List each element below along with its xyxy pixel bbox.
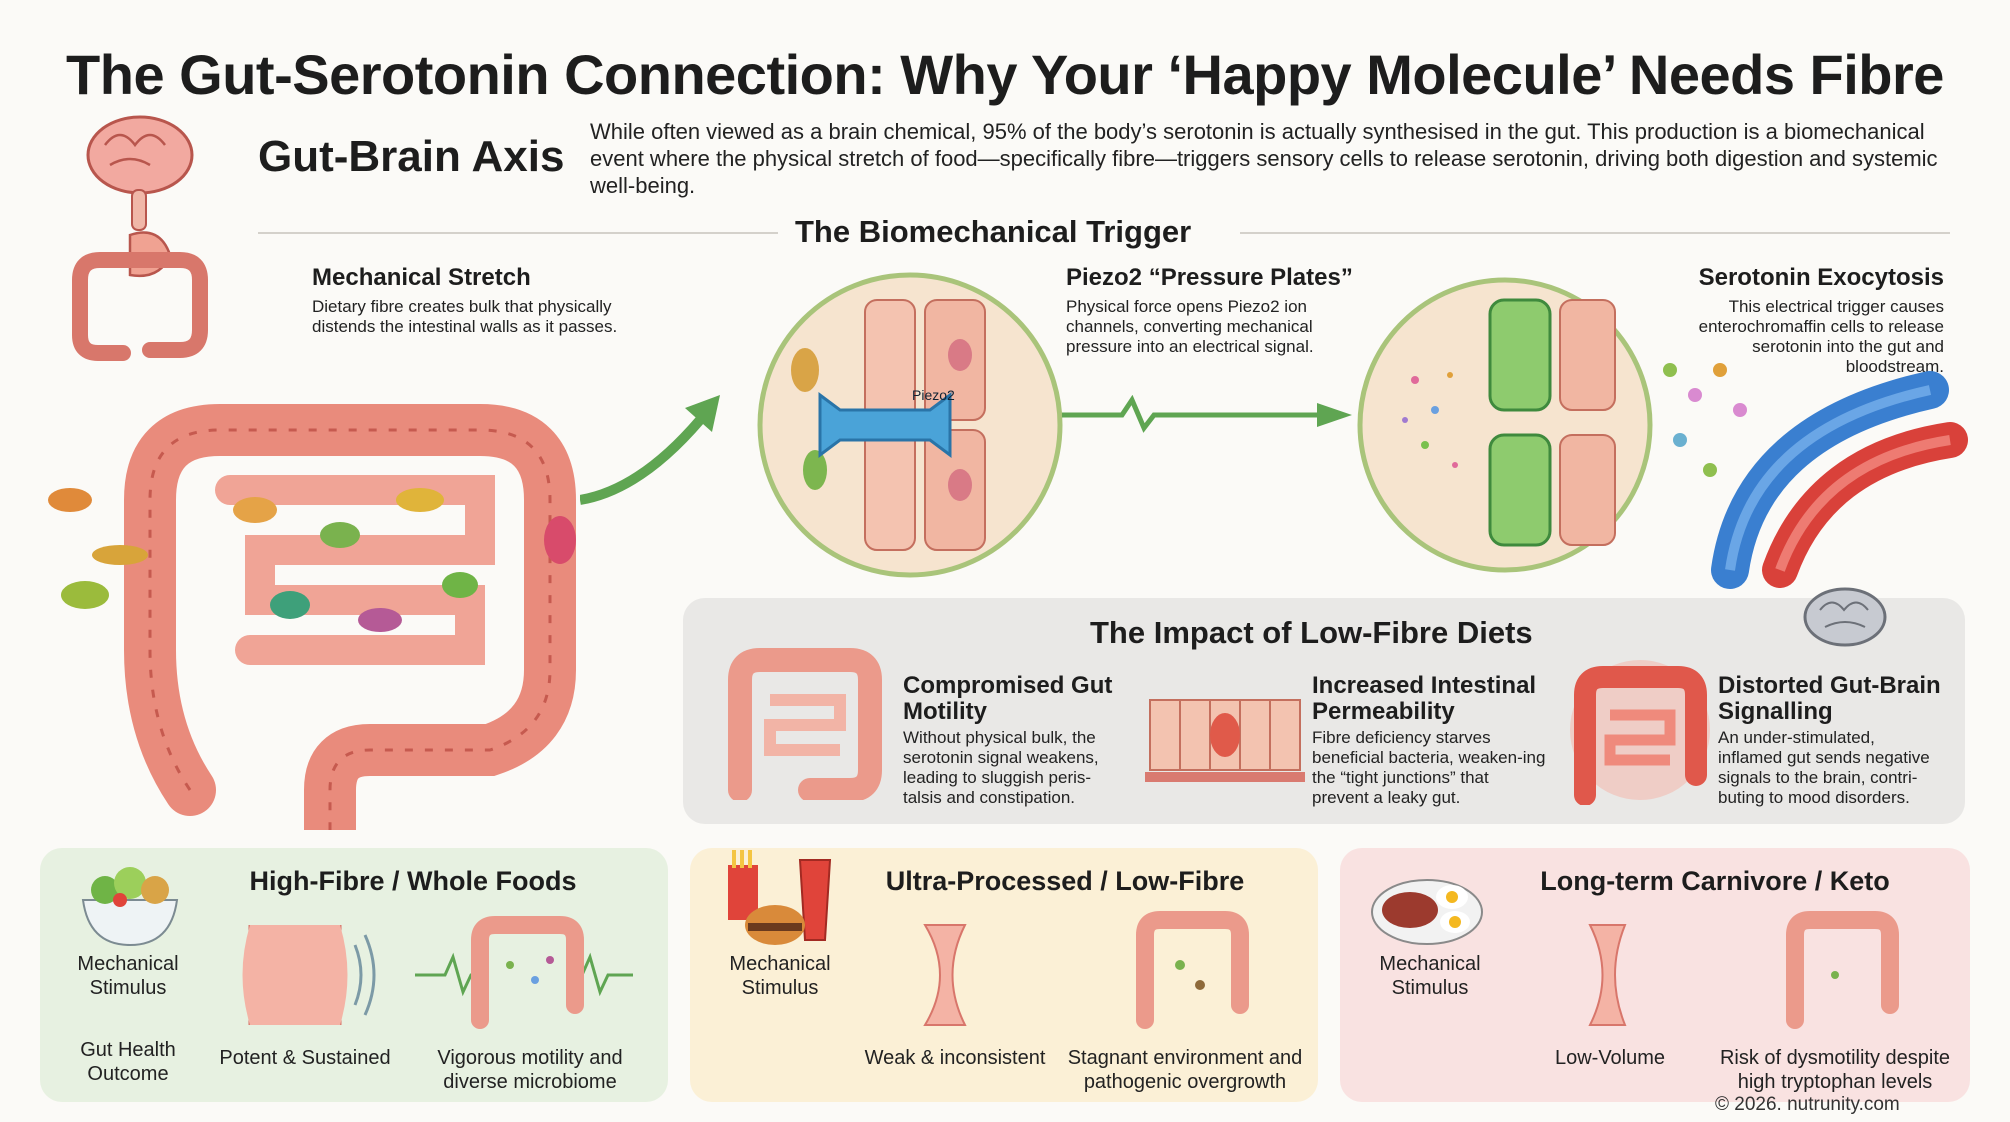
dysmotility-colon-icon	[1786, 911, 1899, 1029]
steak-eggs-icon	[1371, 879, 1483, 945]
step-piezo2-text: Physical force opens Piezo2 ion channels…	[1066, 297, 1314, 356]
impact-permeability-text: Fibre deficiency starves beneficial bact…	[1312, 728, 1546, 807]
trigger-heading: The Biomechanical Trigger	[795, 214, 1192, 249]
row-label-stimulus-2: Mechanical Stimulus	[729, 953, 831, 999]
divider-left	[258, 232, 778, 234]
high-fibre-stimulus: Potent & Sustained	[219, 1047, 391, 1069]
inflamed-gut-icon	[1570, 660, 1710, 805]
permeability-icon	[1145, 699, 1305, 782]
page-title: The Gut-Serotonin Connection: Why Your ‘…	[66, 43, 1944, 106]
impact-permeability-label: Increased Intestinal Permeability	[1312, 672, 1537, 725]
colon-motility-icon	[728, 648, 882, 800]
step-serotonin-text: This electrical trigger causes enterochr…	[1698, 297, 1944, 376]
piezo2-magnified-view	[757, 272, 1063, 578]
row-label-outcome: Gut Health Outcome	[80, 1039, 176, 1085]
salad-bowl-icon	[81, 867, 179, 947]
impact-motility-label: Compromised Gut Motility	[903, 672, 1113, 725]
impact-panel	[683, 598, 1965, 824]
step-mechanical-stretch-text: Dietary fibre creates bulk that physical…	[312, 297, 618, 336]
strong-stretch-icon	[242, 924, 376, 1026]
divider-right	[1240, 232, 1950, 234]
enterochromaffin-cell-icon	[1488, 298, 1552, 412]
serotonin-exocytosis-view	[1357, 277, 1653, 573]
card-ultra-processed-title: Ultra-Processed / Low-Fibre	[885, 866, 1245, 896]
carnivore-outcome: Risk of dysmotility despite high tryptop…	[1719, 1047, 1951, 1093]
weak-stretch-icon	[923, 924, 967, 1026]
brain-gut-axis-illustration	[72, 115, 208, 361]
step-piezo2-label: Piezo2 “Pressure Plates”	[1066, 264, 1353, 291]
arrow-to-serotonin	[1062, 395, 1352, 433]
low-volume-stretch-icon	[1588, 924, 1627, 1026]
arrow-to-piezo	[580, 395, 720, 505]
piezo2-channel-label: Piezo2	[912, 387, 955, 403]
impact-motility-text: Without physical bulk, the serotonin sig…	[903, 728, 1099, 807]
brain-icon	[86, 115, 194, 195]
step-serotonin-label: Serotonin Exocytosis	[1698, 264, 1944, 291]
fast-food-icon	[728, 850, 832, 945]
copyright-credit: © 2026. nutrunity.com	[1715, 1094, 1900, 1115]
healthy-colon-icon	[415, 916, 633, 1029]
impact-heading: The Impact of Low-Fibre Diets	[1090, 615, 1533, 650]
carnivore-stimulus: Low-Volume	[1554, 1047, 1666, 1069]
ultra-processed-outcome: Stagnant environment and pathogenic over…	[1067, 1047, 1303, 1093]
large-intestine-illustration	[48, 404, 576, 830]
gut-brain-axis-heading: Gut-Brain Axis	[258, 132, 565, 181]
intro-text: While often viewed as a brain chemical, …	[590, 119, 1938, 198]
step-mechanical-stretch-label: Mechanical Stretch	[312, 264, 531, 291]
card-high-fibre-title: High-Fibre / Whole Foods	[249, 866, 577, 896]
row-label-stimulus-3: Mechanical Stimulus	[1379, 953, 1481, 999]
blood-vessels-illustration	[1663, 363, 1968, 589]
piezo2-channel-icon	[818, 392, 952, 458]
row-label-stimulus: Mechanical Stimulus	[77, 953, 179, 999]
brain-grey-icon	[1803, 587, 1887, 647]
card-ultra-processed	[690, 848, 1318, 1102]
card-carnivore-title: Long-term Carnivore / Keto	[1540, 866, 1890, 896]
high-fibre-outcome: Vigorous motility and diverse microbiome	[437, 1047, 623, 1093]
impact-signalling-label: Distorted Gut-Brain Signalling	[1718, 672, 1941, 725]
impact-signalling-text: An under-stimulated, inflamed gut sends …	[1718, 728, 1930, 807]
ultra-processed-stimulus: Weak & inconsistent	[864, 1047, 1046, 1069]
small-colon-icon	[72, 252, 208, 361]
enterochromaffin-cell-icon-2	[1488, 433, 1552, 547]
stagnant-colon-icon	[1136, 911, 1249, 1029]
